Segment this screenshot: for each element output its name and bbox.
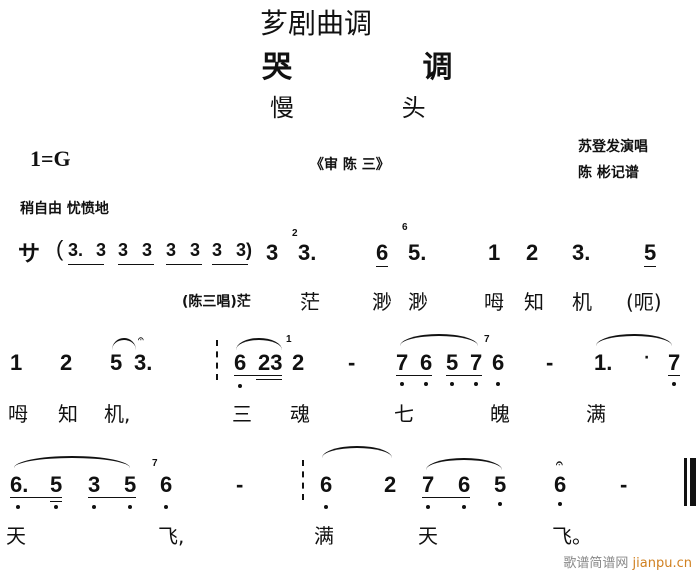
- grace-note: 7: [484, 334, 490, 345]
- lyric: 渺: [372, 290, 392, 314]
- lyric: 三: [232, 402, 252, 426]
- note: 6: [234, 350, 247, 375]
- note: 1: [10, 350, 23, 375]
- note: 2: [292, 350, 305, 375]
- note: 7: [668, 350, 681, 375]
- dash: -: [620, 472, 628, 497]
- note: 2: [60, 350, 73, 375]
- lyric: (呃): [626, 290, 662, 314]
- lyric: 飞,: [158, 524, 185, 548]
- note: 6: [376, 240, 389, 265]
- note: 3.: [572, 240, 591, 265]
- lyric: (陈三唱)茫: [182, 294, 251, 310]
- lyric: 魂: [290, 402, 310, 426]
- note: 6: [492, 350, 505, 375]
- song-title: 哭 调: [262, 50, 513, 85]
- note: 6.: [10, 472, 29, 497]
- note: 3: [88, 472, 101, 497]
- grace-note: 1: [286, 334, 292, 345]
- final-barline-thin: [684, 458, 687, 506]
- note: 5: [446, 350, 459, 375]
- note: 5: [494, 472, 507, 497]
- note: 5: [50, 472, 63, 497]
- note: 3: [142, 240, 153, 260]
- note: 7: [396, 350, 409, 375]
- grace-note: 7: [152, 458, 158, 469]
- note: 3: [212, 240, 223, 260]
- song-subtitle: 慢 头: [270, 94, 476, 122]
- note: 3): [236, 240, 253, 260]
- note: 6: [320, 472, 333, 497]
- grace-note: 6: [402, 222, 408, 233]
- note: 6: [458, 472, 471, 497]
- lyric: 机: [572, 290, 592, 314]
- note: 6: [160, 472, 173, 497]
- dashed-barline: [216, 340, 218, 380]
- play-name: 《审 陈 三》: [310, 157, 390, 173]
- fermata-icon: 𝄐: [138, 334, 144, 345]
- note: 3: [190, 240, 201, 260]
- note: 3.: [298, 240, 317, 265]
- note: 3.: [134, 350, 153, 375]
- dash: -: [546, 350, 554, 375]
- note: 3: [118, 240, 129, 260]
- lyric: 飞。: [552, 524, 592, 548]
- lyric: 天: [418, 524, 438, 548]
- dashed-barline: [302, 460, 304, 500]
- note: 5: [124, 472, 137, 497]
- lyric: 天: [6, 524, 26, 548]
- lyric: 机,: [104, 402, 131, 426]
- note: 5.: [408, 240, 427, 265]
- note: 2: [384, 472, 397, 497]
- lyric: 知: [524, 290, 544, 314]
- note: 3.: [68, 240, 84, 260]
- lyric: 渺: [408, 290, 428, 314]
- lyric: 满: [586, 402, 606, 426]
- note: 5: [644, 240, 657, 265]
- lyric: 魄: [490, 402, 510, 426]
- key-signature: 1=G: [30, 146, 71, 171]
- note: 6: [554, 472, 567, 497]
- free-meter-mark: サ: [18, 242, 41, 267]
- note: 6: [420, 350, 433, 375]
- grace-note: 2: [292, 228, 298, 239]
- watermark: 歌谱简谱网 jianpu.cn: [563, 552, 692, 571]
- singer-credit: 苏登发演唱: [578, 139, 648, 155]
- note: 7: [470, 350, 483, 375]
- fermata-icon: 𝄐: [556, 456, 563, 470]
- watermark-url: jianpu.cn: [632, 556, 692, 571]
- note: 23: [258, 350, 283, 375]
- note: 1: [488, 240, 501, 265]
- note: 3: [96, 240, 107, 260]
- note: 3: [166, 240, 177, 260]
- lyric: 七: [394, 402, 414, 426]
- watermark-cn: 歌谱简谱网: [563, 556, 629, 571]
- note: 5: [110, 350, 123, 375]
- lyric: 呣: [484, 290, 504, 314]
- lyric: 呣: [8, 402, 28, 426]
- dash: -: [236, 472, 244, 497]
- tempo-marking: 稍自由 忧愤地: [20, 201, 109, 217]
- dash: -: [348, 350, 356, 375]
- notator-credit: 陈 彬记谱: [578, 165, 639, 181]
- note: (: [56, 236, 64, 261]
- note: 2: [526, 240, 539, 265]
- final-barline-thick: [690, 458, 696, 506]
- note: 7: [422, 472, 435, 497]
- note: 3: [266, 240, 279, 265]
- genre-title: 芗剧曲调: [260, 7, 373, 40]
- lyric: 知: [58, 402, 78, 426]
- lyric: 满: [314, 524, 334, 548]
- note: 1.: [594, 350, 613, 375]
- lyric: 茫: [300, 290, 320, 314]
